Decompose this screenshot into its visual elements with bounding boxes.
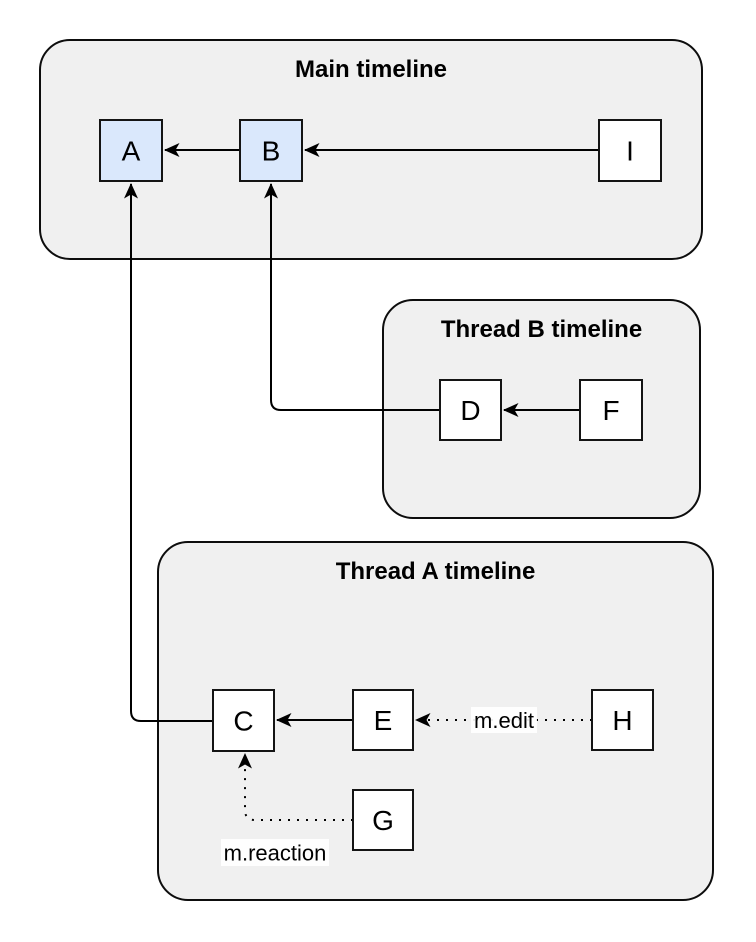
node-label-F: F [602, 395, 619, 426]
edge-label-G-to-C: m.reaction [224, 841, 327, 866]
node-label-E: E [374, 705, 393, 736]
node-F [579, 379, 643, 441]
node-label-C: C [233, 706, 253, 737]
node-label-G: G [372, 805, 394, 836]
container-title-thread-a-timeline: Thread A timeline [336, 558, 536, 585]
node-G [352, 789, 414, 851]
node-label-D: D [460, 395, 480, 426]
node-A [99, 119, 163, 182]
node-label-H: H [612, 705, 632, 736]
container-title-thread-b-timeline: Thread B timeline [441, 316, 642, 343]
edge-C-to-A [124, 183, 213, 722]
edge-label-H-to-E: m.edit [474, 708, 534, 733]
edge-D-to-B [264, 183, 440, 411]
node-B [239, 119, 303, 182]
node-C [212, 689, 275, 752]
node-label-A: A [122, 136, 141, 167]
edge-label-bg-G-to-C [221, 839, 329, 866]
node-label-I: I [626, 136, 634, 167]
container-title-main-timeline: Main timeline [295, 56, 447, 83]
node-E [352, 689, 414, 751]
node-D [439, 379, 502, 441]
edges-layer [124, 143, 599, 821]
nodes-layer: A B I D F C E H G [99, 119, 662, 851]
edge-labels-layer: m.edit m.reaction [221, 707, 537, 866]
edge-label-bg-H-to-E [471, 707, 537, 733]
node-I [598, 119, 662, 182]
node-H [591, 689, 654, 751]
node-label-B: B [262, 136, 281, 167]
